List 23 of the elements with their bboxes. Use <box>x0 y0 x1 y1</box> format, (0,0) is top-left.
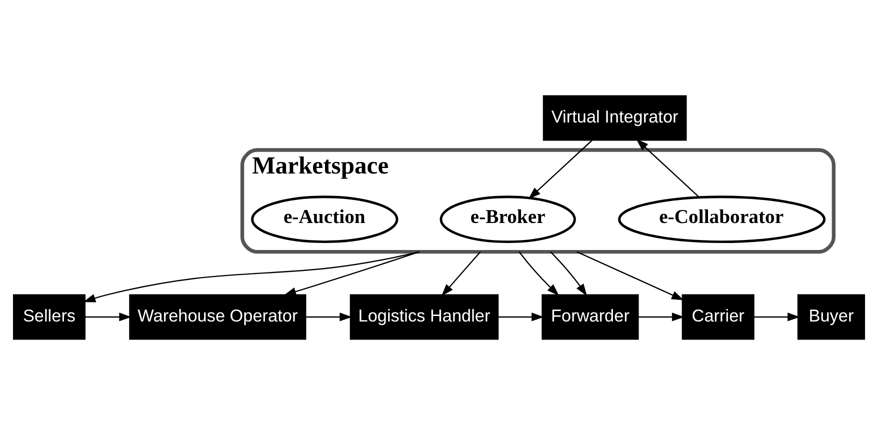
node-box: Buyer <box>797 294 866 340</box>
node-ellipse: e-Collaborator <box>618 196 826 244</box>
node-ellipse: e-Broker <box>440 196 576 244</box>
arrow <box>284 251 420 296</box>
arrow <box>441 251 481 296</box>
node-box: Logistics Handler <box>350 294 499 340</box>
node-box: Virtual Integrator <box>542 95 687 141</box>
arrow <box>754 312 800 322</box>
arrow <box>528 140 593 200</box>
arrow <box>550 251 588 296</box>
arrow <box>636 138 700 198</box>
node-box: Carrier <box>682 294 754 340</box>
arrow <box>498 312 544 322</box>
arrow <box>576 251 684 300</box>
node-box: Forwarder <box>542 294 639 340</box>
node-box: Warehouse Operator <box>129 294 306 340</box>
arrow <box>85 312 132 322</box>
arrow <box>83 251 420 302</box>
node-ellipse: e-Auction <box>251 196 398 244</box>
arrow <box>306 312 352 322</box>
arrow <box>518 251 560 296</box>
arrow <box>638 312 684 322</box>
node-box: Sellers <box>12 294 86 340</box>
